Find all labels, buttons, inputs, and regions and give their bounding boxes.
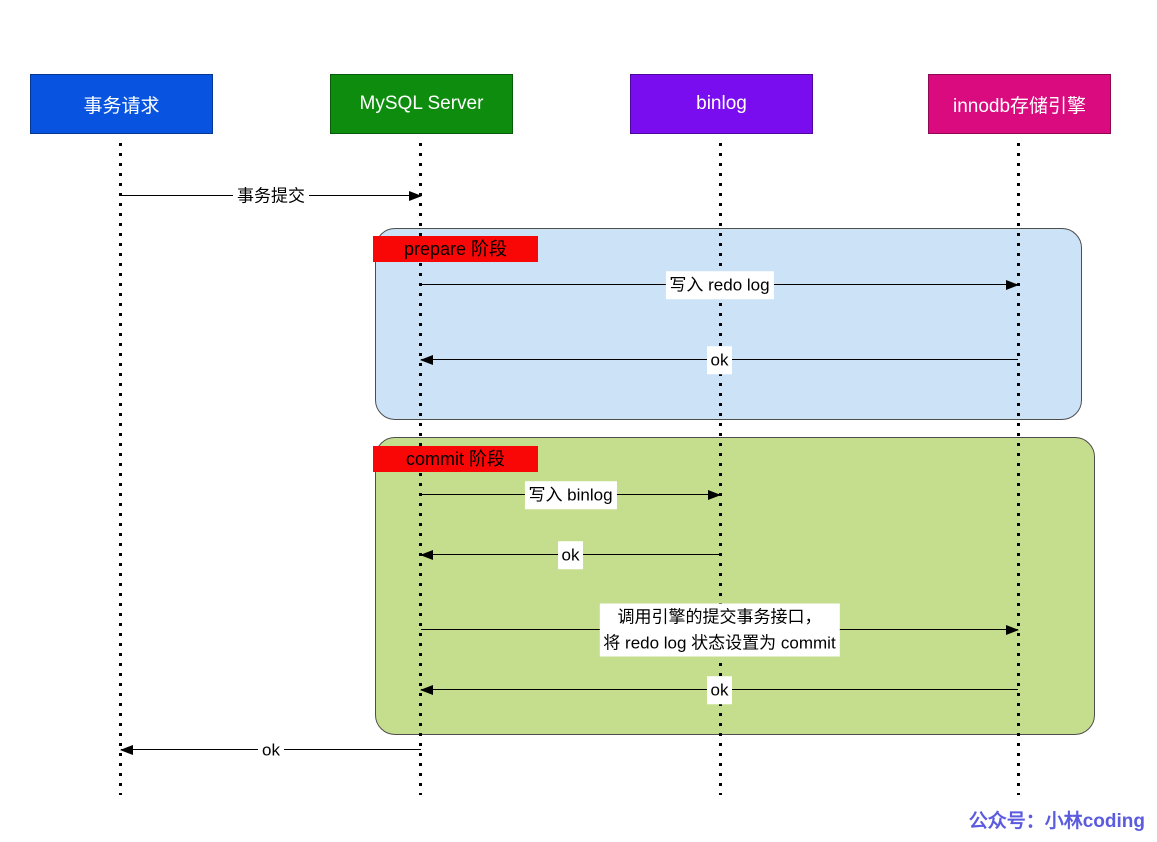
arrow-right-icon — [1006, 625, 1019, 635]
message-label: 调用引擎的提交事务接口， 将 redo log 状态设置为 commit — [599, 603, 840, 657]
phase-label-commit: commit 阶段 — [373, 446, 538, 472]
arrow-right-icon — [409, 191, 422, 201]
lifeline-binlog — [719, 143, 722, 795]
message-label: ok — [258, 736, 284, 764]
lifeline-transaction-request — [119, 143, 122, 795]
arrow-right-icon — [1006, 280, 1019, 290]
lifeline-innodb — [1017, 143, 1020, 795]
actor-box-transaction-request: 事务请求 — [30, 74, 213, 134]
watermark-text: 公众号：小林coding — [968, 811, 1145, 832]
actor-label: innodb存储引擎 — [952, 95, 1087, 117]
message-label: ok — [557, 541, 584, 569]
arrow-left-icon — [420, 355, 433, 365]
message-label: 写入 redo log — [665, 271, 774, 299]
actor-box-innodb: innodb存储引擎 — [928, 74, 1111, 134]
message-label: 事务提交 — [233, 182, 309, 210]
actor-box-binlog: binlog — [630, 74, 813, 134]
arrow-left-icon — [120, 745, 133, 755]
actor-label: binlog — [696, 93, 747, 114]
message-label: ok — [706, 676, 733, 704]
phase-label-prepare: prepare 阶段 — [373, 236, 538, 262]
arrow-right-icon — [708, 490, 721, 500]
actor-label: MySQL Server — [359, 93, 484, 114]
message-label: 写入 binlog — [524, 481, 617, 509]
arrow-left-icon — [420, 550, 433, 560]
arrow-left-icon — [420, 685, 433, 695]
actor-label: 事务请求 — [83, 95, 160, 117]
phase-block-commit — [375, 437, 1095, 735]
message-label: ok — [706, 346, 733, 374]
actor-box-mysql-server: MySQL Server — [330, 74, 513, 134]
